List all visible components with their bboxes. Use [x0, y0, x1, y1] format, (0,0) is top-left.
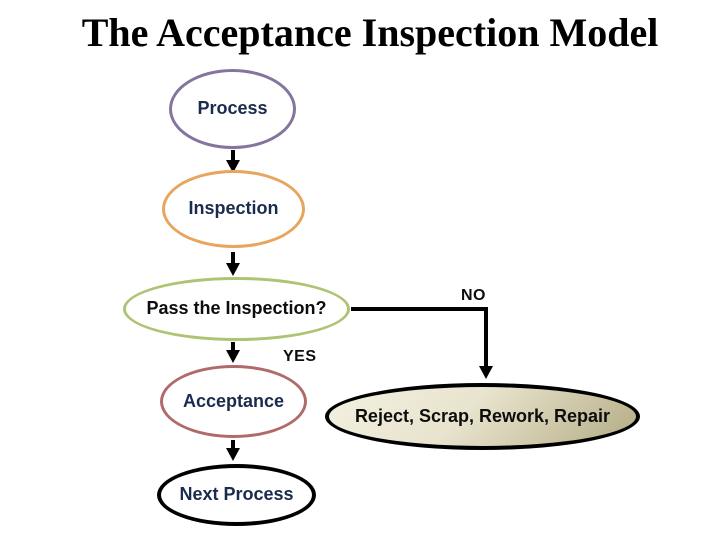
- branch-label-yes: YES: [283, 348, 317, 365]
- connector-decision-to-acceptance-yes: [226, 342, 240, 363]
- flowchart-node-pass-the-inspection: Pass the Inspection?: [123, 277, 350, 341]
- flowchart-node-inspection: Inspection: [162, 170, 305, 248]
- flowchart-node-next-process: Next Process: [157, 464, 316, 526]
- node-label-inspection: Inspection: [188, 198, 279, 219]
- node-label-acceptance: Acceptance: [182, 390, 285, 411]
- node-label-process: Process: [197, 98, 268, 119]
- node-label-decision: Pass the Inspection?: [146, 298, 327, 319]
- flowchart-node-acceptance: Acceptance: [160, 365, 307, 438]
- connector-acceptance-to-next-process: [226, 440, 240, 461]
- flowchart-node-reject: Reject, Scrap, Rework, Repair: [325, 383, 640, 450]
- connector-inspection-to-decision: [226, 252, 240, 276]
- flowchart-node-process: Process: [169, 69, 296, 149]
- connector-decision-to-reject-no: [351, 307, 493, 379]
- node-label-reject: Reject, Scrap, Rework, Repair: [354, 405, 611, 426]
- node-label-next-process: Next Process: [179, 484, 294, 505]
- slide-title: The Acceptance Inspection Model: [81, 10, 659, 55]
- branch-label-no: NO: [461, 287, 486, 304]
